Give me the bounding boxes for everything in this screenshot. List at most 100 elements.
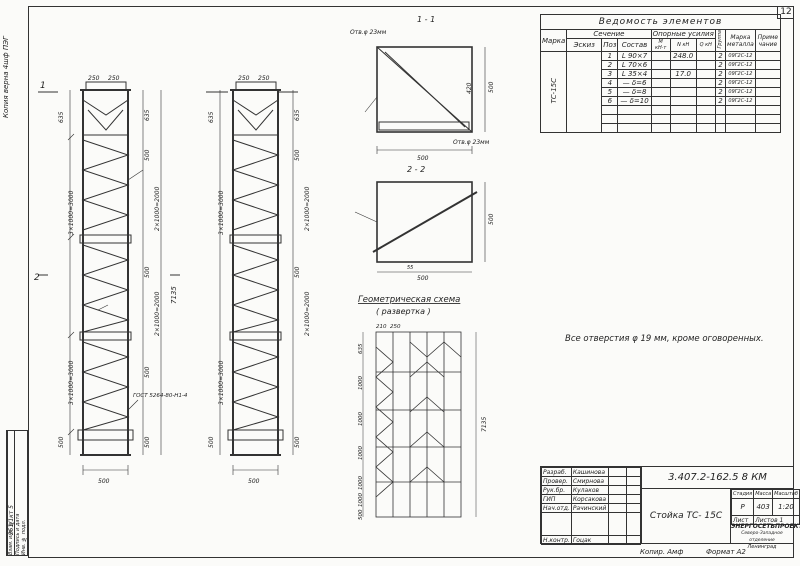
spec-row-m [650, 87, 671, 97]
spec-row-n: 17.0 [669, 69, 697, 79]
elev2-left-dim-1: 635 [208, 111, 215, 123]
spec-row-grp: 2 [714, 51, 727, 61]
spec-col-group: Группа [714, 29, 727, 52]
spec-row-pos: 1 [601, 51, 619, 61]
left-stamp: Взам. инв. № Подпись и дата Инв. № подл. [6, 430, 28, 556]
scale-value: 1:20 [772, 498, 800, 516]
scheme-title: Геометрическая схема [358, 295, 460, 305]
section-2-height: 500 [488, 213, 495, 225]
elev2-right-dim-6: 500 [294, 436, 301, 448]
sig-name: Смирнова [570, 476, 609, 486]
sig-role: Рук.бр. [541, 485, 572, 495]
elev1-bottom-width: 500 [98, 478, 110, 485]
main-note: Все отверстия φ 19 мм, кроме оговоренных… [565, 334, 764, 344]
table-row: ТС-15С 1 L 90×7 248.0 2 09Г2С-12 [539, 51, 782, 133]
elev1-right-dim-2: 500 [144, 149, 151, 161]
spec-mark-cell: ТС-15С [539, 51, 568, 133]
copy-note: Копия верна 4шф ПЭГ [2, 36, 10, 118]
elev2-left-dim-3: 3×1000=3000 [218, 360, 225, 405]
norm-control-role: Н.контр. [541, 535, 572, 545]
elev1-top-dim-a: 250 [88, 75, 100, 82]
spec-table: Марка Сечение Опорные усилия Группа Марк… [539, 29, 782, 133]
sheet-frame [28, 6, 794, 558]
table-row: Нач.отд. Рачинский [541, 503, 641, 513]
spec-row-pos: 5 [601, 87, 619, 97]
table-row: Р 403 1:20 [730, 498, 800, 516]
spec-row-m [650, 60, 671, 70]
sig-name: Кашинова [570, 467, 609, 477]
spec-row-m [650, 78, 671, 88]
elev1-right-dim-5: 2×1000=2000 [154, 291, 161, 336]
scheme-left-dim-5: 1000 [358, 476, 364, 490]
spec-col-sketch: Эскиз [566, 38, 603, 52]
scheme-left-dim-3: 1000 [358, 412, 364, 426]
sig-name: Корсакова [570, 494, 609, 504]
spec-row-q [695, 87, 716, 97]
org-block: ЭНЕРГОСЕТЬПРОЕКТ Северо-Западное отделен… [731, 523, 800, 551]
spec-col-mark: Марка [539, 29, 568, 52]
scheme-left-dim-2: 1000 [358, 376, 364, 390]
spec-table-title: Ведомость элементов [540, 14, 781, 29]
spec-row-m [650, 69, 671, 79]
spec-col-note: Приме чание [754, 29, 782, 52]
elev1-top-dim-b: 250 [108, 75, 120, 82]
elev2-right-dim-3: 2×1000=2000 [304, 186, 311, 231]
col-stage: Стадия [730, 489, 755, 499]
sig-role: Разраб. [541, 467, 572, 477]
elev2-left-dim-2: 3×1000=3000 [218, 190, 225, 235]
sig-role: Провер. [541, 476, 572, 486]
spec-col-mark-label: Марка [542, 36, 566, 45]
table-row: ГИП Корсакова [541, 494, 641, 504]
elev1-right-dim-6: 500 [144, 366, 151, 378]
doc-code: 3.407.2-162.5 8 КМ [641, 467, 793, 489]
table-row: Разраб. Кашинова [541, 467, 641, 477]
spec-row-comp: — δ=10 [617, 96, 652, 106]
elev1-right-dim-4: 500 [144, 266, 151, 278]
spec-col-pos: Поз [601, 38, 619, 52]
spec-row-steel: 09Г2С-12 [725, 78, 756, 88]
footer-copied: Копир. Амф [640, 548, 684, 556]
stamp-col-inv: Взам. инв. № [7, 431, 14, 555]
scheme-dim-top-left: 210 [376, 324, 387, 330]
sheet-label: Лист [730, 515, 755, 525]
spec-row-pos: 4 [601, 78, 619, 88]
section-1-hole-top: Отв.φ 23мм [350, 29, 387, 36]
spec-row-m [650, 51, 671, 61]
spec-table-wrap: Ведомость элементов Марка Сечение Опорны… [539, 14, 782, 133]
sig-name: Кулаков [570, 485, 609, 495]
scheme-left-dim-6: 1000 [358, 493, 364, 507]
sig-role: ГИП [541, 494, 572, 504]
spec-row-comp: — δ=8 [617, 87, 652, 97]
scheme-left-dim-4: 1000 [358, 446, 364, 460]
elev1-gost-note: ГОСТ 5264-80-Н1-4 [133, 393, 188, 399]
scheme-total-height: 7135 [481, 417, 488, 432]
org-name: ЭНЕРГОСЕТЬПРОЕКТ [731, 523, 800, 530]
spec-row-note [754, 69, 782, 79]
elev1-total-height: 7135 [170, 286, 178, 304]
spec-row-pos: 6 [601, 96, 619, 106]
title-block: Разраб. Кашинова Провер. Смирнова Рук.бр… [540, 466, 800, 550]
norm-control-name: Гоцак [570, 535, 609, 545]
table-row: Стадия Масса Масштаб [730, 489, 800, 499]
spec-group-section: Сечение [566, 29, 652, 39]
spec-row-grp: 2 [714, 96, 727, 106]
scheme-subtitle: ( развертка ) [376, 307, 431, 316]
spec-row-steel: 09Г2С-12 [725, 51, 756, 61]
spec-row-m [650, 96, 671, 106]
elev2-right-dim-2: 500 [294, 149, 301, 161]
elev1-left-dim-3: 3×1000=3000 [68, 360, 75, 405]
scheme-left-dim-7: 500 [358, 509, 364, 520]
spec-row-steel: 09Г2С-12 [725, 69, 756, 79]
elevation-1-frame [38, 81, 180, 475]
stamp-col-orig: Инв. № подл. [21, 519, 27, 555]
stamp-col-sign: Подпись и дата [14, 431, 21, 555]
spec-row-n [669, 96, 697, 106]
org-sub: Северо-Западное отделение [741, 531, 783, 543]
table-row: 2 L 70×6 2 09Г2С-12 [541, 60, 782, 70]
table-row: Лист Листов 1 [730, 515, 800, 525]
spec-col-group-label: Группа [717, 30, 724, 49]
stage-table: Стадия Масса Масштаб Р 403 1:20 Лист Лис… [730, 489, 800, 525]
section-1-title: 1 - 1 [417, 15, 435, 24]
geometric-scheme: Геометрическая схема ( развертка ) 210 2… [358, 295, 488, 520]
spec-group-forces: Опорные усилия [650, 29, 716, 39]
